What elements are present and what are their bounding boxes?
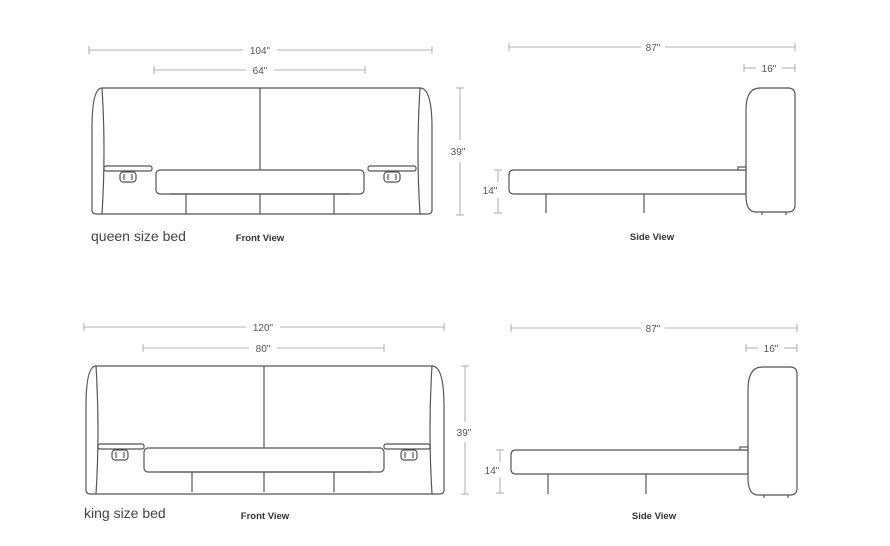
queen-side-legs bbox=[545, 194, 787, 215]
king-side-frame bbox=[510, 449, 749, 475]
king-headboard-depth-label: 16" bbox=[764, 344, 779, 355]
king-height-dimension: 39" bbox=[457, 365, 472, 495]
queen-right-nightstand bbox=[367, 165, 417, 183]
queen-bed-base bbox=[155, 169, 365, 195]
queen-left-nightstand bbox=[103, 165, 153, 183]
queen-height-dimension: 39" bbox=[451, 87, 466, 216]
king-length-dimension: 87" bbox=[510, 324, 798, 335]
king-headboard-left-wing bbox=[95, 365, 99, 495]
king-headboard-right-wing bbox=[429, 365, 433, 495]
king-side-view-label: Side View bbox=[632, 511, 677, 522]
king-frame-height-label: 14" bbox=[485, 466, 500, 477]
king-headboard-depth-dimension: 16" bbox=[745, 344, 798, 355]
queen-front-view: 104" 64" 39" bbox=[88, 46, 466, 244]
king-side-view: 87" 16" 14" Side View bbox=[485, 324, 798, 522]
queen-frame-height-dimension: 14" bbox=[483, 169, 502, 214]
king-side-legs bbox=[547, 474, 789, 498]
king-side-nightstand bbox=[739, 446, 749, 451]
queen-side-nightstand bbox=[737, 166, 747, 171]
king-legs bbox=[191, 472, 335, 492]
queen-frame-height-label: 14" bbox=[483, 186, 498, 197]
queen-headboard bbox=[91, 87, 433, 215]
queen-inner-width-label: 64" bbox=[253, 66, 268, 77]
king-inner-width-label: 80" bbox=[256, 344, 271, 355]
king-headboard bbox=[85, 365, 445, 495]
king-bed-base bbox=[143, 447, 385, 473]
queen-legs bbox=[185, 194, 335, 214]
king-front-view: 120" 80" 39" bbox=[83, 323, 472, 522]
queen-headboard-left-wing bbox=[101, 87, 105, 215]
king-left-nightstand bbox=[97, 443, 145, 461]
king-width-label: 120" bbox=[253, 323, 274, 334]
queen-side-frame bbox=[508, 169, 747, 195]
king-length-label: 87" bbox=[646, 324, 661, 335]
king-right-nightstand bbox=[383, 443, 431, 461]
king-side-headboard bbox=[747, 366, 798, 496]
king-inner-width-dimension: 80" bbox=[142, 344, 385, 355]
queen-headboard-right-wing bbox=[417, 87, 421, 215]
queen-inner-width-dimension: 64" bbox=[153, 66, 366, 77]
queen-height-label: 39" bbox=[451, 147, 466, 158]
queen-front-view-label: Front View bbox=[236, 233, 285, 244]
queen-headboard-depth-dimension: 16" bbox=[743, 64, 796, 75]
queen-side-headboard bbox=[745, 87, 796, 213]
queen-side-view: 87" 16" 14" Side View bbox=[483, 43, 796, 243]
queen-headboard-depth-label: 16" bbox=[762, 64, 777, 75]
king-frame-height-dimension: 14" bbox=[485, 449, 504, 494]
king-width-dimension: 120" bbox=[83, 323, 445, 334]
king-front-view-label: Front View bbox=[241, 511, 290, 522]
queen-length-dimension: 87" bbox=[508, 43, 796, 54]
queen-length-label: 87" bbox=[646, 43, 661, 54]
king-bed-name: king size bed bbox=[84, 505, 166, 521]
queen-width-dimension: 104" bbox=[88, 46, 433, 57]
king-height-label: 39" bbox=[457, 428, 472, 439]
queen-bed-name: queen size bed bbox=[91, 228, 186, 244]
queen-width-label: 104" bbox=[250, 46, 271, 57]
queen-side-view-label: Side View bbox=[630, 232, 675, 243]
